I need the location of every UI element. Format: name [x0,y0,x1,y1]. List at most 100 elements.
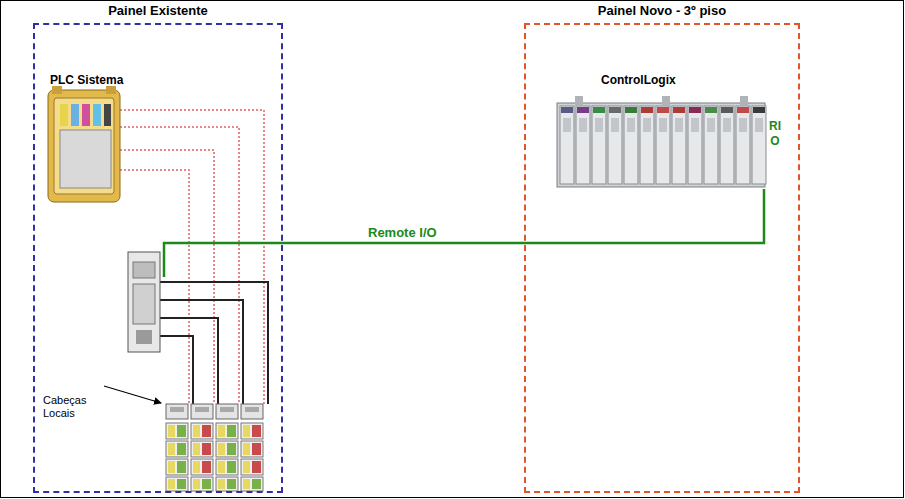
io-module-leds [177,425,186,437]
node-heading: ControlLogix [601,73,676,87]
io-module [216,477,238,491]
rack-module [576,106,590,184]
rack-module-display [755,118,763,132]
remote-io-link [164,189,764,277]
edge-label: Remote I/O [365,225,440,240]
rack-module-top [561,107,573,113]
local-head-detail [245,407,259,412]
io-module [191,441,213,457]
local-head-detail [170,407,184,412]
io-module-leds [177,479,186,489]
io-module-label [218,461,225,473]
rack-module-display [563,118,571,132]
io-module-leds [177,461,186,473]
io-module [241,459,263,475]
controllogix-group: ControlLogixRIO [556,67,796,190]
plc-io-links [120,110,264,404]
rack-module-top [593,107,605,113]
rack-module [752,106,766,184]
panel-region: Painel ExistentePLC SistemaCabeças Locai… [33,23,283,493]
io-module-label [193,461,200,473]
node-heading: Painel Existente [35,3,281,18]
io-modules [166,404,263,491]
io-module [241,423,263,439]
rack-module-display [595,118,603,132]
node-heading: Cabeças Locais [43,394,99,420]
io-module [191,477,213,491]
rack-module-display [579,118,587,132]
io-module [166,477,188,491]
io-module-leds [177,443,186,455]
io-module-label [168,461,175,473]
rack-module-display [643,118,651,132]
io-module [166,441,188,457]
rack-module [672,106,686,184]
io-module [216,459,238,475]
local-head-detail [220,407,234,412]
io-module [216,441,238,457]
plc-illustration [48,86,120,202]
rack-module-display [739,118,747,132]
io-module-leds [227,425,236,437]
controllogix-rack [557,96,766,187]
local-head [216,404,238,419]
rack-module [560,106,574,184]
io-module [191,459,213,475]
rack-module-top [737,107,749,113]
rack-module-top [721,107,733,113]
io-module-leds [252,443,261,455]
rack-module-display [707,118,715,132]
local-head [191,404,213,419]
io-module-label [193,443,200,455]
local-head [241,404,263,419]
rack-module [640,106,654,184]
io-module-leds [202,443,211,455]
io-module-label [193,425,200,437]
io-module [241,441,263,457]
rack-module [688,106,702,184]
panel-region: Painel Novo - 3º pisoControlLogixRIO [524,23,800,493]
io-module-leds [227,461,236,473]
io-module-label [193,479,200,489]
io-module-label [243,425,250,437]
io-module-label [218,443,225,455]
io-module-label [168,479,175,489]
adapter-wires [160,282,268,404]
node-heading: Painel Novo - 3º piso [526,3,798,18]
rack-module-display [611,118,619,132]
io-module-leds [252,461,261,473]
callout-arrow [104,386,161,403]
io-module-label [243,461,250,473]
rack-module [592,106,606,184]
io-module-label [243,443,250,455]
io-module [166,459,188,475]
node-heading: PLC Sistema [50,73,123,87]
rack-module-display [691,118,699,132]
rack-module-top [753,107,765,113]
io-module-leds [227,443,236,455]
io-module-label [168,425,175,437]
rack-module [624,106,638,184]
io-module-leds [252,479,261,489]
rack-module-top [625,107,637,113]
io-module [166,423,188,439]
vertical-label: RIO [769,119,781,149]
rack-module-top [673,107,685,113]
io-module-leds [202,479,211,489]
io-module-leds [202,425,211,437]
rack-module [736,106,750,184]
io-module-leds [202,461,211,473]
io-module-leds [227,479,236,489]
io-adapter [128,252,160,352]
rack-module-display [659,118,667,132]
rack-module-top [657,107,669,113]
plc-group: PLC Sistema [47,67,129,207]
rack-module-top [689,107,701,113]
rack-module-top [705,107,717,113]
io-module-label [218,425,225,437]
local-head-detail [195,407,209,412]
io-module-label [243,479,250,489]
